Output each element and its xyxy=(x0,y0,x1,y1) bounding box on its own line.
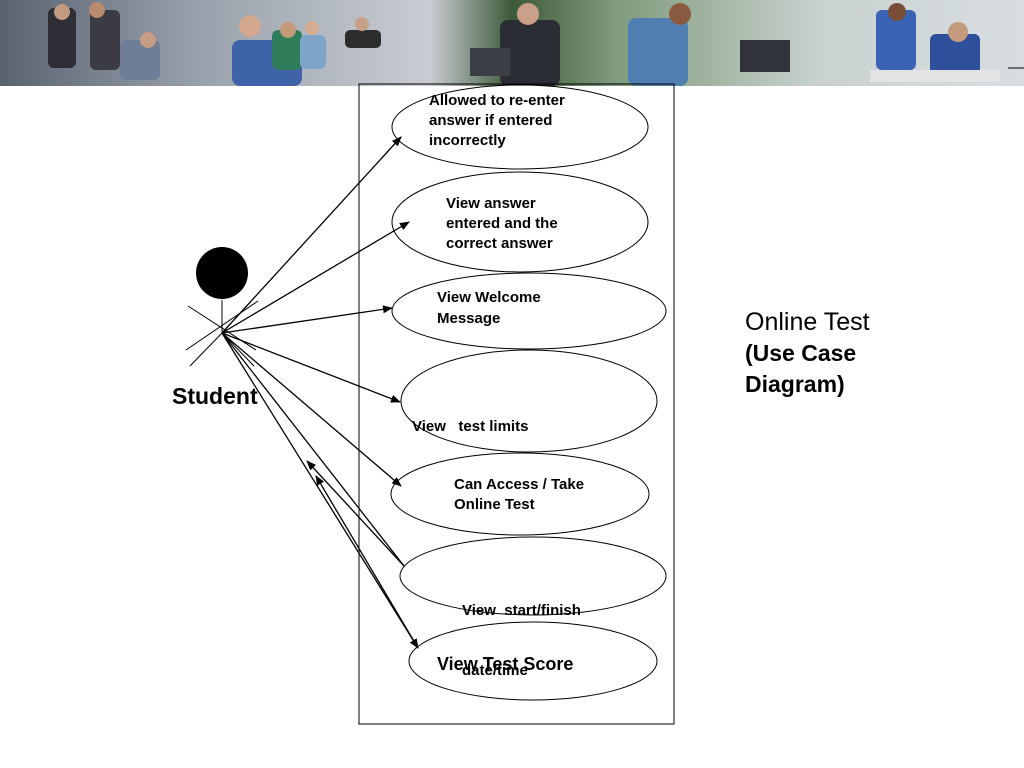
use-case-take-test xyxy=(390,452,650,536)
system-boundary xyxy=(358,83,675,725)
actor-label: Student xyxy=(172,383,258,409)
assoc-test-score-return xyxy=(315,475,419,649)
use-case-view-answer xyxy=(391,171,649,273)
assoc-take-test xyxy=(221,332,402,487)
use-case-label-take-test: Can Access / Take Online Test xyxy=(454,476,585,513)
use-case-reenter-answer xyxy=(391,84,649,170)
use-case-label-reenter: Allowed to re-enter answer if entered in… xyxy=(429,92,565,149)
use-case-label-test-limits: View test limits xyxy=(412,418,529,435)
use-case-label-welcome: View Welcome Message xyxy=(437,289,541,327)
banner-photo-strip xyxy=(0,0,1024,86)
association-lines xyxy=(221,136,419,649)
title-line-2: (Use Case xyxy=(745,340,857,366)
title-line-3: Diagram) xyxy=(745,371,845,397)
diagram-title: Online Test (Use Case Diagram) xyxy=(745,306,870,400)
assoc-test-score xyxy=(221,332,419,649)
title-line-1: Online Test xyxy=(745,308,870,336)
assoc-test-limits xyxy=(221,332,401,403)
assoc-view-answer xyxy=(221,221,410,334)
assoc-start-finish xyxy=(221,332,405,567)
assoc-reenter xyxy=(221,136,402,334)
use-case-test-limits xyxy=(400,349,658,453)
actor-head xyxy=(196,247,248,299)
use-case-label-start-finish: View start/finish date/time xyxy=(462,602,581,679)
use-case-label-view-answer: View answer entered and the correct answ… xyxy=(446,195,558,252)
use-case-test-score xyxy=(408,621,658,701)
use-case-label-test-score: View Test Score xyxy=(437,654,574,674)
student-actor xyxy=(185,247,259,367)
photo-people xyxy=(48,2,1000,86)
use-case-start-finish xyxy=(399,536,667,616)
assoc-welcome xyxy=(221,305,393,334)
